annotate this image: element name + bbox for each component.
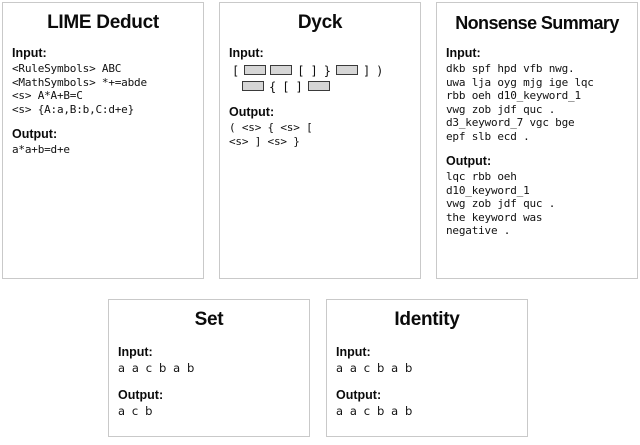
output-label: Output:: [446, 154, 492, 168]
bracket-token: ]: [310, 63, 318, 78]
bracket-token: ): [376, 63, 384, 78]
mask-token-box: [270, 64, 293, 75]
bracket-token: {: [269, 79, 277, 94]
task-card-lime-deduct: LIME Deduct Input: <RuleSymbols> ABC <Ma…: [2, 2, 204, 279]
card-title-lime-deduct: LIME Deduct: [47, 12, 159, 33]
lime-deduct-output-text: a*a+b=d+e: [12, 143, 70, 156]
card-body-identity: Input: a a c b a b Output: a a c b a b: [327, 345, 527, 418]
task-card-nonsense-summary: Nonsense Summary Input: dkb spf hpd vfb …: [436, 2, 638, 279]
dyck-token-row: { []: [229, 78, 411, 94]
output-label: Output:: [229, 105, 275, 119]
identity-output-text: a a c b a b: [336, 404, 414, 418]
card-title-nonsense-summary: Nonsense Summary: [455, 13, 619, 33]
bracket-token: [: [232, 63, 240, 78]
bracket-token: [: [297, 63, 305, 78]
identity-input-text: a a c b a b: [336, 361, 414, 375]
bracket-token: }: [323, 63, 331, 78]
card-body-nonsense-summary: Input: dkb spf hpd vfb nwg. uwa lja oyg …: [437, 46, 637, 238]
set-input-text: a a c b a b: [118, 361, 196, 375]
task-card-set: Set Input: a a c b a b Output: a c b: [108, 299, 310, 437]
output-label: Output:: [336, 388, 382, 402]
mask-token-box: [242, 80, 264, 91]
card-body-set: Input: a a c b a b Output: a c b: [109, 345, 309, 418]
card-title-identity: Identity: [394, 309, 460, 330]
dyck-token-row: [ []}]): [229, 62, 411, 78]
task-card-dyck: Dyck Input: [ []}]) { [] Output: ( <s> { <…: [219, 2, 421, 279]
mask-token-box: [244, 64, 267, 75]
input-label: Input:: [118, 345, 153, 359]
card-title-dyck: Dyck: [297, 12, 343, 33]
nonsense-summary-output-text: lqc rbb oeh d10_keyword_1 vwg zob jdf qu…: [446, 170, 556, 237]
dyck-input-tokens: [ []}]) { []: [229, 62, 411, 94]
set-output-text: a c b: [118, 404, 154, 418]
output-label: Output:: [12, 127, 58, 141]
card-title-set: Set: [194, 309, 224, 330]
dyck-output-text: ( <s> { <s> [ <s> ] <s> }: [229, 121, 313, 148]
input-label: Input:: [229, 46, 264, 60]
mask-token-box: [307, 80, 330, 91]
input-label: Input:: [336, 345, 371, 359]
task-card-identity: Identity Input: a a c b a b Output: a a …: [326, 299, 528, 437]
nonsense-summary-input-text: dkb spf hpd vfb nwg. uwa lja oyg mjg ige…: [446, 62, 594, 143]
bracket-token: ]: [362, 63, 371, 78]
mask-token-box: [335, 64, 358, 75]
bracket-token: [: [282, 79, 290, 94]
output-label: Output:: [118, 388, 164, 402]
lime-deduct-input-text: <RuleSymbols> ABC <MathSymbols> *+=abde …: [12, 62, 147, 116]
card-body-lime-deduct: Input: <RuleSymbols> ABC <MathSymbols> *…: [3, 46, 203, 157]
card-body-dyck: Input: [ []}]) { [] Output: ( <s> { <s> [ …: [220, 46, 420, 148]
input-label: Input:: [12, 46, 47, 60]
input-label: Input:: [446, 46, 481, 60]
bracket-token: ]: [295, 79, 303, 94]
